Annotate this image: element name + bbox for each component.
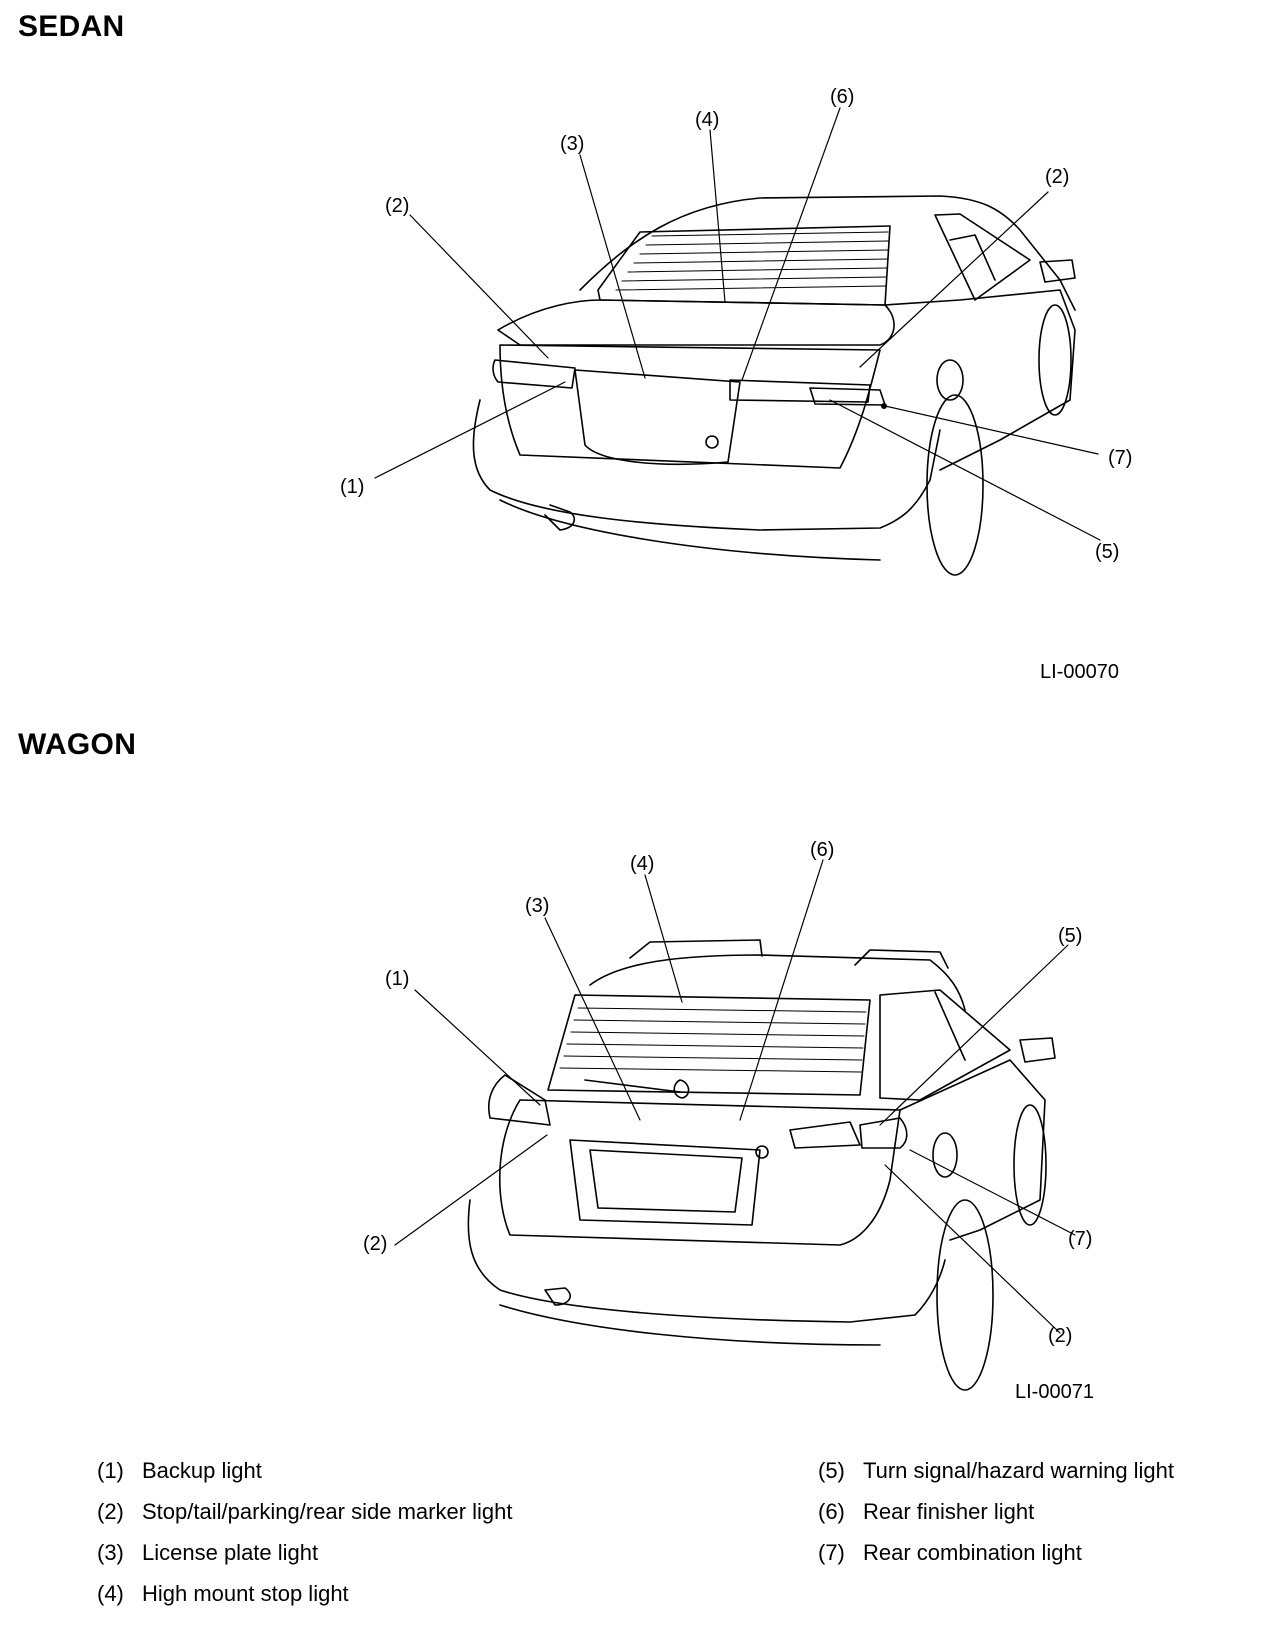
sedan-marker-dot [881, 403, 887, 409]
wagon-wiper [584, 1079, 690, 1099]
sedan-right-lamp [729, 379, 886, 406]
sedan-bumper [472, 399, 941, 531]
legend-label: Rear combination light [863, 1540, 1082, 1565]
sedan-callout-6: (6) [830, 86, 854, 108]
legend-label: High mount stop light [142, 1581, 349, 1606]
sedan-side-body [884, 289, 1076, 471]
wagon-mirror [1019, 1037, 1056, 1063]
wagon-side-windows [879, 989, 1011, 1101]
wagon-roof-rails [629, 939, 949, 969]
wagon-callout-2b: (2) [1048, 1325, 1072, 1347]
legend-label: License plate light [142, 1540, 319, 1565]
wagon-callout-7: (7) [1068, 1228, 1092, 1250]
wagon-fuel-door [932, 1132, 958, 1178]
legend-number: (3) [97, 1540, 124, 1565]
sedan-rear-wheel [926, 394, 984, 576]
wagon-rear-wheel [936, 1199, 994, 1391]
legend-item: (2) Stop/tail/parking/rear side marker li… [97, 1491, 513, 1532]
legend-item: (3) License plate light [97, 1532, 513, 1573]
sedan-side-windows [934, 213, 1031, 301]
wagon-callout-1: (1) [385, 968, 409, 990]
sedan-callout-4: (4) [695, 109, 719, 131]
wagon-callout-6: (6) [810, 839, 834, 861]
sedan-front-wheel [1038, 304, 1072, 416]
sedan-mirror [1039, 259, 1076, 283]
wagon-diagram: (1) (2) (2) (3) (4) (5) (6) (7) LI-00071 [0, 700, 1264, 1420]
sedan-exhaust [544, 504, 576, 531]
wagon-rear-window [547, 994, 871, 1096]
sedan-callout-2a: (2) [385, 195, 409, 217]
sedan-fuel-door [936, 359, 964, 401]
legend-label: Turn signal/hazard warning light [863, 1458, 1175, 1483]
wagon-callout-5: (5) [1058, 925, 1082, 947]
sedan-trunk-deck [497, 299, 895, 346]
legend-number: (7) [818, 1540, 845, 1565]
wagon-bumper-lower [499, 1304, 881, 1346]
legend-item: (6) Rear finisher light [818, 1491, 1174, 1532]
wagon-heading: WAGON [18, 728, 137, 761]
wagon-bumper [467, 1199, 946, 1323]
wagon-defroster-lines [559, 1007, 867, 1073]
legend-number: (5) [818, 1458, 845, 1483]
sedan-callout-2b: (2) [1045, 166, 1069, 188]
legend-label: Stop/tail/parking/rear side marker light [142, 1499, 513, 1524]
sedan-illustration: (1) (2) (2) (3) (4) (5) (6) (7) LI-00070 [340, 86, 1132, 683]
sedan-leader-lines [374, 107, 1101, 541]
legend-number: (6) [818, 1499, 845, 1524]
sedan-bumper-lower [499, 499, 881, 561]
wagon-front-wheel [1013, 1104, 1047, 1226]
sedan-diagram: (1) (2) (2) (3) (4) (5) (6) (7) LI-00070 [0, 0, 1264, 700]
legend-item: (1) Backup light [97, 1450, 513, 1491]
wagon-roof [589, 954, 966, 1011]
sedan-callout-7: (7) [1108, 447, 1132, 469]
sedan-trunk-lid [499, 344, 881, 469]
sedan-figure-code: LI-00070 [1040, 661, 1119, 683]
legend-item: (7) Rear combination light [818, 1532, 1174, 1573]
legend-item: (5) Turn signal/hazard warning light [818, 1450, 1174, 1491]
wagon-left-lamp [488, 1074, 551, 1126]
wagon-leader-lines [394, 859, 1076, 1334]
sedan-plate-recess [574, 369, 741, 466]
wagon-side-body [899, 1059, 1046, 1241]
sedan-key-lock [705, 435, 719, 449]
legend-left-column: (1) Backup light (2) Stop/tail/parking/rea… [97, 1450, 513, 1614]
wagon-illustration: (1) (2) (2) (3) (4) (5) (6) (7) LI-00071 [363, 839, 1094, 1403]
wagon-plate-recess [569, 1139, 761, 1226]
sedan-left-lamp [492, 359, 576, 389]
wagon-callout-4: (4) [630, 853, 654, 875]
wagon-figure-code: LI-00071 [1015, 1381, 1094, 1403]
legend-right-column: (5) Turn signal/hazard warning light (6) R… [818, 1450, 1174, 1573]
wagon-callout-2a: (2) [363, 1233, 387, 1255]
sedan-heading: SEDAN [18, 10, 125, 43]
wagon-callout-3: (3) [525, 895, 549, 917]
legend-item: (4) High mount stop light [97, 1573, 513, 1614]
sedan-roof [579, 195, 1076, 311]
sedan-callout-1: (1) [340, 476, 364, 498]
legend-number: (2) [97, 1499, 124, 1524]
legend-label: Backup light [142, 1458, 262, 1483]
sedan-rear-window [597, 225, 891, 306]
wagon-exhaust [544, 1287, 571, 1306]
legend-number: (4) [97, 1581, 124, 1606]
sedan-callout-3: (3) [560, 133, 584, 155]
sedan-defroster-lines [615, 231, 889, 291]
wagon-tailgate [498, 1099, 901, 1246]
sedan-callout-5: (5) [1095, 541, 1119, 563]
wagon-key-lock [755, 1145, 769, 1159]
wagon-right-lamp [789, 1117, 908, 1149]
legend-label: Rear finisher light [863, 1499, 1035, 1524]
legend-number: (1) [97, 1458, 124, 1483]
